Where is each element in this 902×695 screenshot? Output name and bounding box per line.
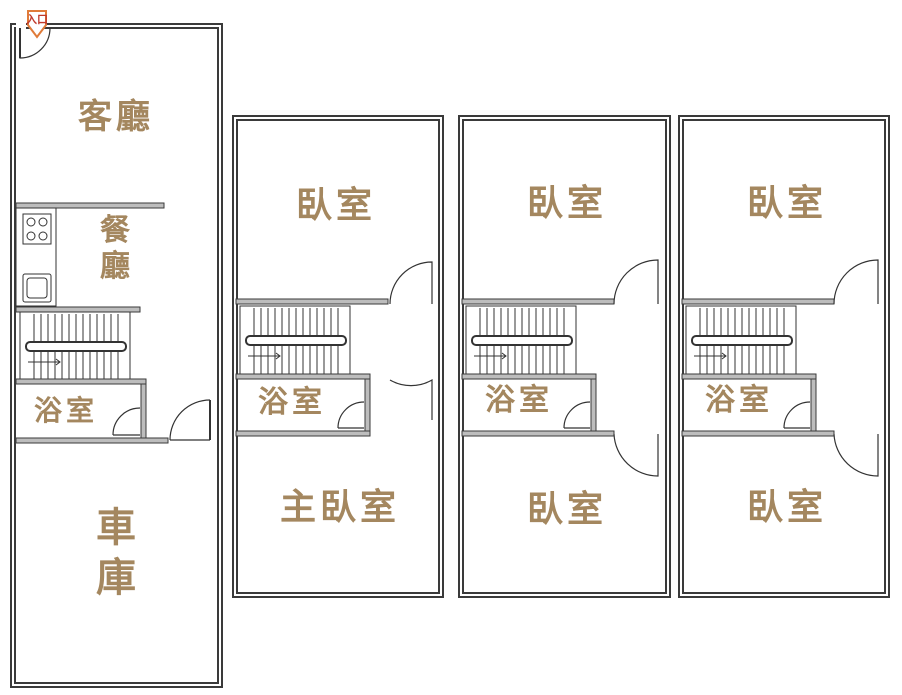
entrance-arrow-icon [27, 10, 47, 39]
floor-3 [458, 115, 671, 598]
room-label-living: 客廳 [78, 97, 154, 137]
room-label-dining-top: 餐 [100, 213, 134, 248]
room-label-dining: 餐 廳 [100, 216, 134, 282]
room-label-garage: 車 庫 [96, 508, 140, 598]
room-label-bath-3: 浴室 [485, 383, 553, 418]
floor-4 [678, 115, 890, 598]
floor-1 [10, 23, 223, 688]
room-label-bath-2: 浴室 [258, 385, 326, 420]
entrance-marker: 入口 [25, 9, 49, 39]
room-label-garage-top: 車 [96, 505, 140, 551]
room-label-bedroom-4a: 臥室 [747, 183, 828, 224]
room-label-bedroom-4b: 臥室 [747, 487, 828, 528]
stove-icon [22, 213, 52, 245]
sink-icon [22, 273, 52, 303]
room-label-bedroom-2a: 臥室 [296, 185, 377, 226]
room-label-bath-4: 浴室 [705, 383, 773, 418]
entrance-label: 入口 [26, 13, 48, 26]
room-label-bedroom-3b: 臥室 [527, 489, 608, 530]
room-label-dining-bottom: 廳 [100, 249, 134, 284]
room-label-garage-bottom: 庫 [96, 555, 140, 601]
room-label-master-bedroom-2: 主臥室 [280, 487, 401, 528]
room-label-bedroom-3a: 臥室 [527, 183, 608, 224]
floor-2 [232, 115, 444, 598]
room-label-bath-1: 浴室 [34, 394, 99, 427]
